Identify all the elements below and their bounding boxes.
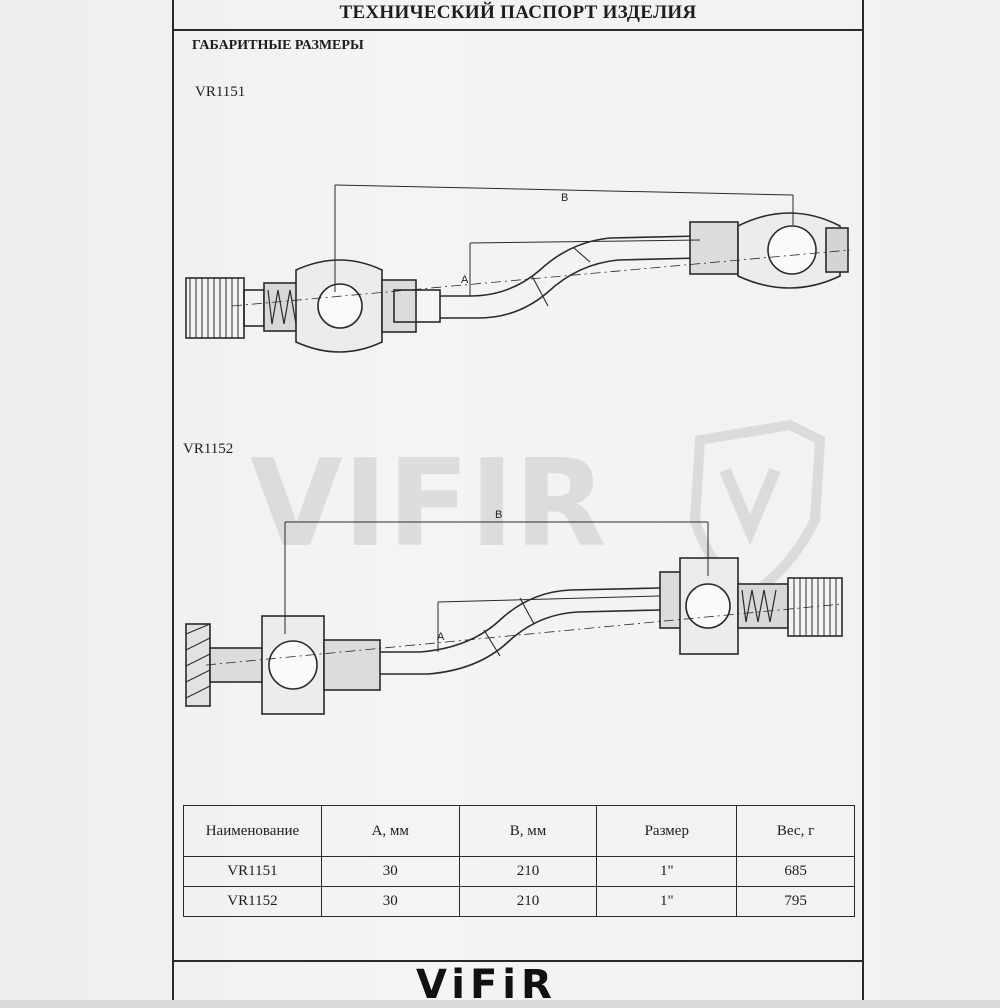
- section-heading: ГАБАРИТНЫЕ РАЗМЕРЫ: [192, 38, 364, 53]
- title-divider: [172, 29, 864, 31]
- brand-logo: ViFiR: [416, 962, 557, 1008]
- table-row: VR1151 30 210 1" 685: [183, 856, 855, 887]
- cell-dim-a: 30: [320, 856, 460, 887]
- cell-dim-a: 30: [320, 886, 460, 917]
- model-label-vr1152: VR1152: [183, 441, 234, 457]
- vr1151-dim-b-label: B: [561, 192, 568, 204]
- header-weight: Вес, г: [736, 805, 855, 857]
- brand-watermark: VIFIR: [250, 420, 826, 600]
- page-title: ТЕХНИЧЕСКИЙ ПАСПОРТ ИЗДЕЛИЯ: [339, 2, 697, 23]
- drawing-vr1151: [185, 184, 851, 353]
- footer-divider: [172, 960, 864, 962]
- frame-right-border: [862, 0, 864, 1000]
- cell-weight: 685: [736, 856, 855, 887]
- cell-name: VR1152: [183, 886, 322, 917]
- header-dim-a: А, мм: [320, 805, 460, 857]
- drawing-vr1152: [185, 521, 843, 715]
- model-label-vr1151: VR1151: [195, 84, 246, 100]
- cell-name: VR1151: [183, 856, 322, 887]
- vr1152-dim-a-label: A: [437, 631, 445, 643]
- header-name: Наименование: [183, 805, 322, 857]
- vr1151-dim-a-label: A: [461, 274, 469, 286]
- vr1152-dim-b-label: B: [495, 509, 502, 521]
- cell-dim-b: 210: [458, 886, 598, 917]
- specifications-table: Наименование А, мм В, мм Размер Вес, г V…: [183, 805, 855, 917]
- cell-weight: 795: [736, 886, 855, 917]
- table-row: VR1152 30 210 1" 795: [183, 886, 855, 917]
- header-dim-b: В, мм: [458, 805, 598, 857]
- table-header-row: Наименование А, мм В, мм Размер Вес, г: [183, 805, 855, 857]
- header-size: Размер: [596, 805, 738, 857]
- cell-size: 1": [596, 856, 738, 887]
- cell-dim-b: 210: [458, 856, 598, 887]
- svg-text:VIFIR: VIFIR: [250, 435, 607, 574]
- frame-left-border: [172, 0, 174, 1000]
- cell-size: 1": [596, 886, 738, 917]
